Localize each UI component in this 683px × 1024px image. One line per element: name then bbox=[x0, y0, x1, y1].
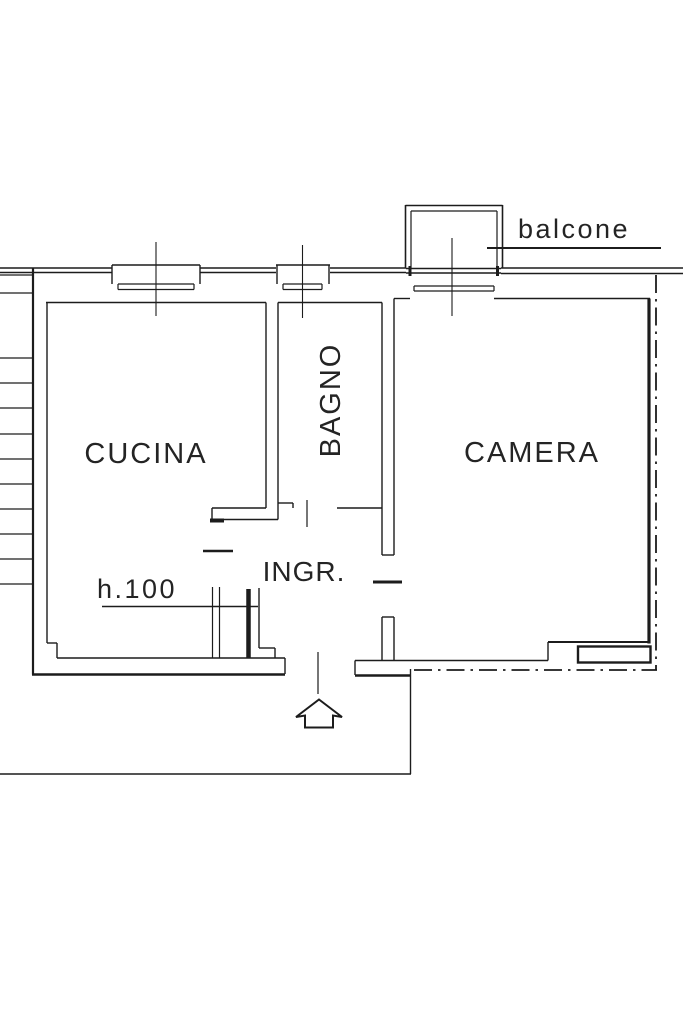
landing-outline bbox=[0, 669, 412, 775]
camera-niche bbox=[576, 645, 652, 664]
room-label-cucina: CUCINA bbox=[84, 438, 207, 470]
cucina-window bbox=[111, 242, 201, 316]
entrance-door bbox=[295, 652, 343, 729]
room-label-ingresso: INGR. bbox=[263, 556, 346, 587]
staircase bbox=[0, 274, 33, 585]
room-camera-walls bbox=[354, 297, 652, 677]
balcony-door bbox=[406, 238, 501, 316]
annotation-balcone: balcone bbox=[518, 214, 630, 244]
balcony bbox=[404, 204, 661, 268]
bagno-window bbox=[276, 245, 330, 318]
room-label-camera: CAMERA bbox=[464, 437, 600, 469]
annotation-h100: h.100 bbox=[97, 574, 177, 604]
room-ingresso-walls bbox=[246, 588, 286, 674]
h100-partition bbox=[102, 587, 258, 658]
boundary-dashdot bbox=[414, 275, 657, 671]
entrance-arrow bbox=[295, 698, 343, 729]
room-bagno-walls bbox=[278, 301, 383, 555]
exterior-walls bbox=[0, 267, 683, 676]
room-label-bagno: BAGNO bbox=[315, 343, 347, 458]
